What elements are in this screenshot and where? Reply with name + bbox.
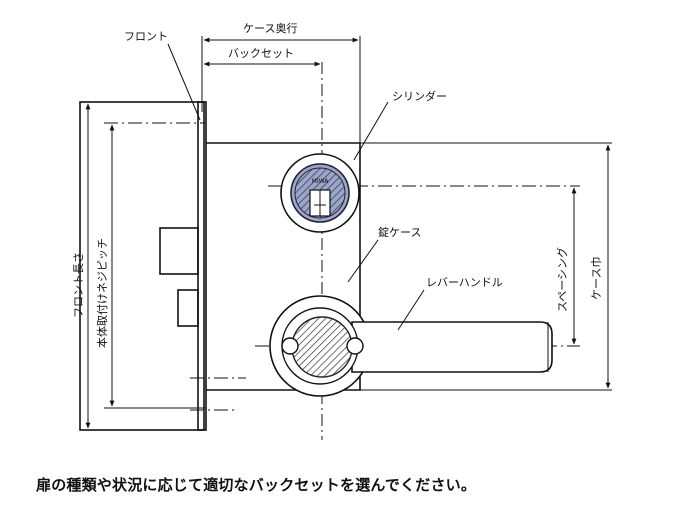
label-front: フロント bbox=[124, 30, 168, 43]
dead-bolt bbox=[177, 289, 199, 327]
label-spacing: スペーシング bbox=[555, 247, 569, 312]
cylinder: MIWA bbox=[280, 153, 360, 233]
label-case-depth: ケース奥行 bbox=[243, 21, 297, 35]
label-cylinder: シリンダー bbox=[392, 89, 447, 103]
cylinder-brand: MIWA bbox=[312, 178, 330, 185]
label-lock-case: 錠ケース bbox=[378, 225, 421, 239]
label-case-width: ケース巾 bbox=[589, 257, 603, 300]
caption-text: 扉の種類や状況に応じて適切なバックセットを選んでください。 bbox=[36, 476, 477, 494]
label-lever-handle: レバーハンドル bbox=[426, 276, 503, 289]
latch-bolt bbox=[159, 227, 199, 275]
label-mounting-pitch: 本体取付けネジピッチ bbox=[95, 238, 109, 348]
dimension-arrows bbox=[85, 37, 611, 429]
front-plate-edge bbox=[197, 101, 207, 431]
label-front-length: フロント長さ bbox=[72, 252, 85, 318]
case-outline bbox=[206, 142, 361, 391]
front-plate bbox=[79, 101, 205, 431]
lever-handle bbox=[269, 295, 553, 397]
leader-lines bbox=[167, 43, 425, 331]
pitch-extensions bbox=[104, 122, 205, 409]
label-backset: バックセット bbox=[228, 47, 294, 60]
